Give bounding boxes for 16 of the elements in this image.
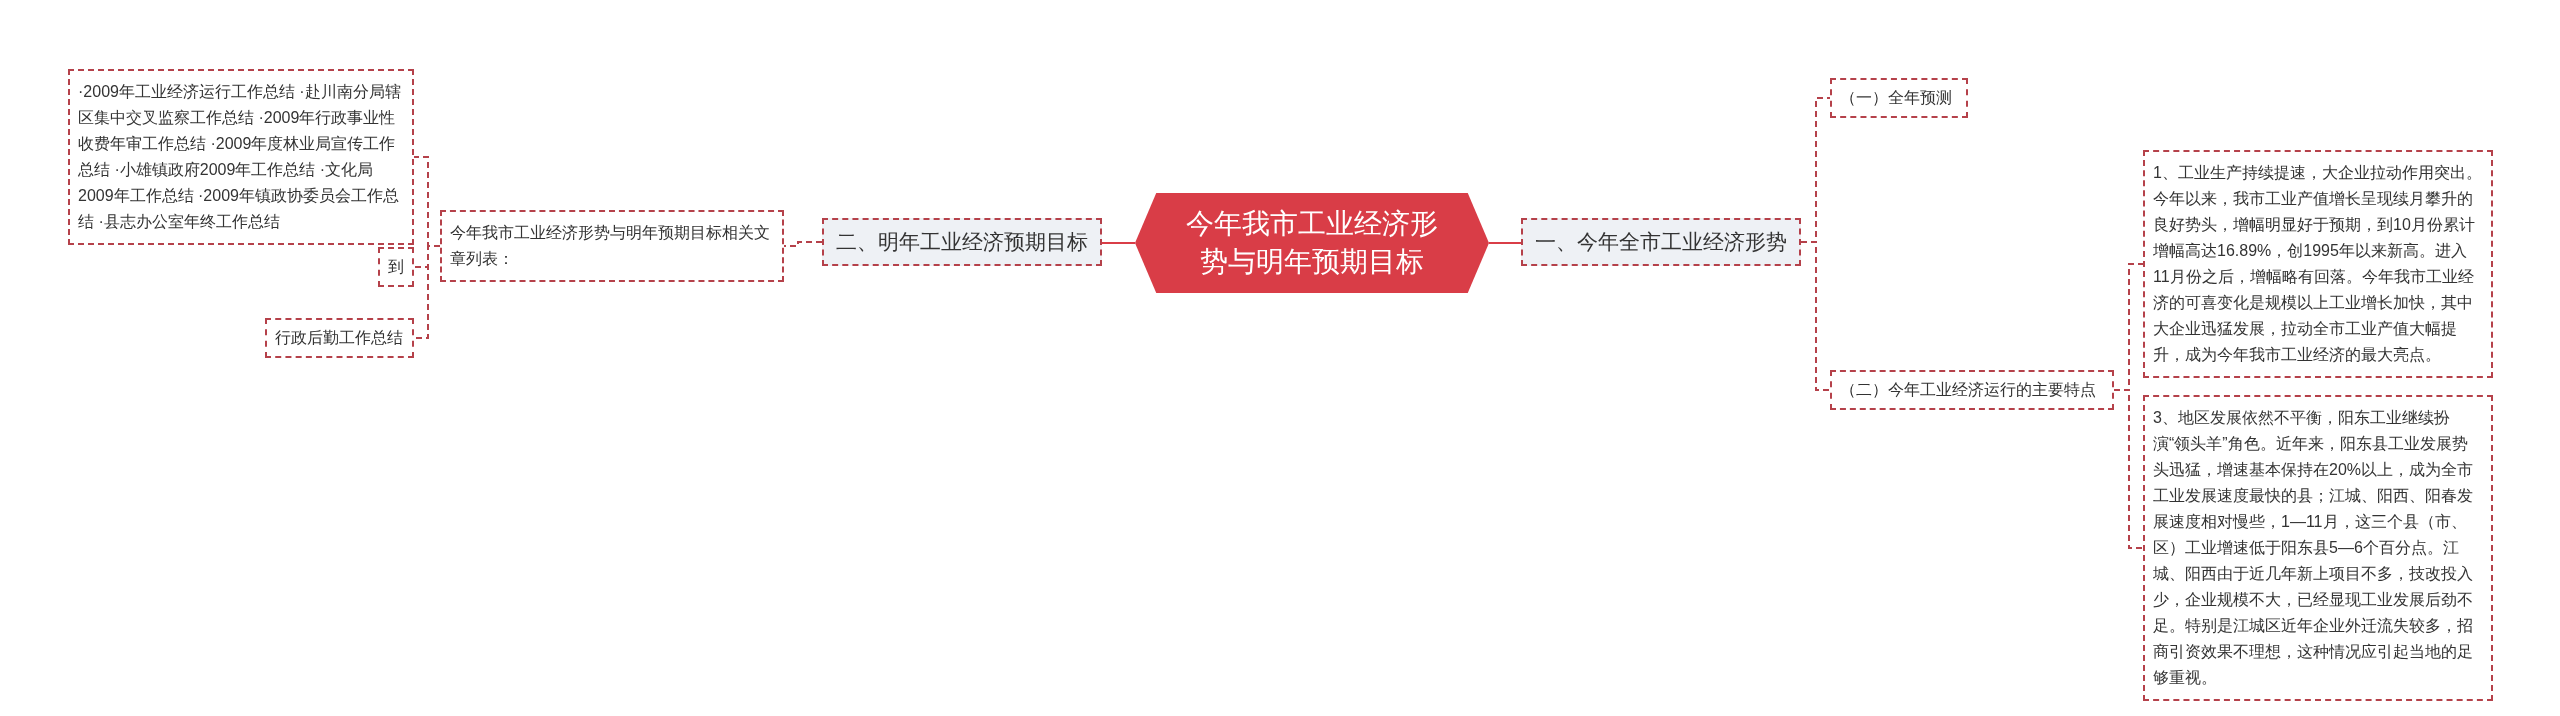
text-box: ·2009年工业经济运行工作总结 ·赴川南分局辖区集中交叉监察工作总结 ·2009年行政事业性收费年审工作总结 ·2009年度林业局宣传工作总结 ·小雄镇政府2009年工作总结 ·文化局2009年工作总结 ·2009年镇政协委员会工作总结 ·县志办公室年终工作总结 [68, 69, 414, 245]
topic-box: （一）全年预测 [1830, 78, 1968, 118]
branch-box: 一、今年全市工业经济形势 [1521, 218, 1801, 266]
connector-line [1101, 242, 1136, 244]
text-box: 3、地区发展依然不平衡，阳东工业继续扮演“领头羊”角色。近年来，阳东县工业发展势头迅猛，增速基本保持在20%以上，成为全市工业发展速度最快的县；江城、阳西、阳春发展速度相对慢些，1—11月，这三个县（市、区）工业增速低于阳东县5—6个百分点。江城、阳西由于近几年新上项目不多，技改投入少，企业规模不大，已经显现工业发展后劲不足。特别是江城区近年企业外迁流失较多，招商引资效果不理想，这种情况应引起当地的足够重视。 [2143, 395, 2493, 701]
topic-box: 到 [378, 247, 414, 287]
topic-box: （二）今年工业经济运行的主要特点 [1830, 370, 2114, 410]
connector-line [1800, 241, 1831, 391]
topic-box: 行政后勤工作总结 [265, 318, 414, 358]
connector-line [413, 245, 441, 339]
connector-line [2113, 389, 2144, 549]
text-box: 今年我市工业经济形势与明年预期目标相关文章列表： [440, 210, 784, 282]
branch-box: 二、明年工业经济预期目标 [822, 218, 1102, 266]
text-box: 1、工业生产持续提速，大企业拉动作用突出。今年以来，我市工业产值增长呈现续月攀升的良好势头，增幅明显好于预期，到10月份累计增幅高达16.89%，创1995年以来新高。进入11月份之后，增幅略有回落。今年我市工业经济的可喜变化是规模以上工业增长加快，其中大企业迅猛发展，拉动全市工业产值大幅提升，成为今年我市工业经济的最大亮点。 [2143, 150, 2493, 378]
topic-hexagon: 今年我市工业经济形势与明年预期目标 [1135, 193, 1489, 293]
connector-line [1488, 242, 1522, 244]
